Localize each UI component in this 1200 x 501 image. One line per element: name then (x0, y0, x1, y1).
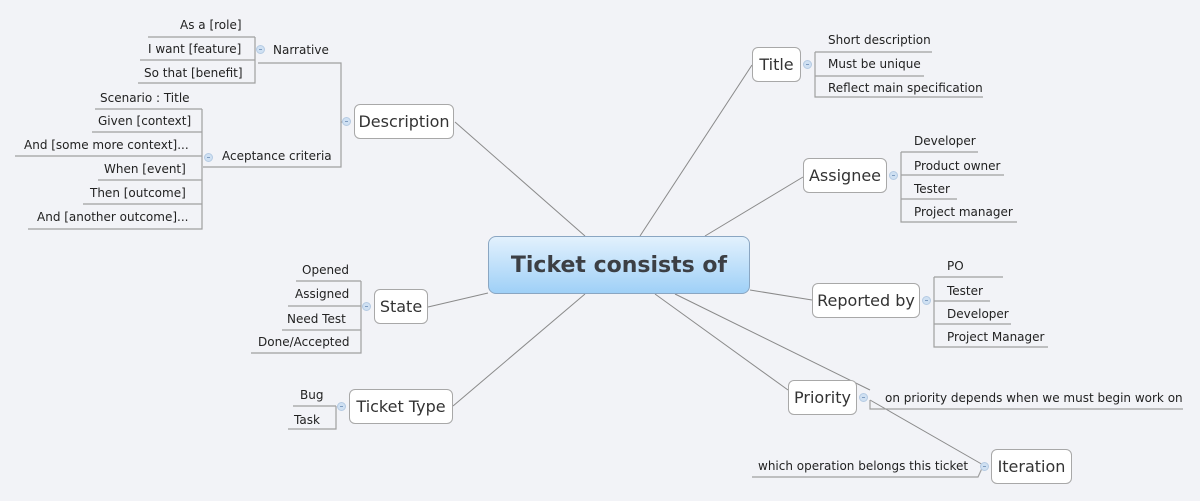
topic-priority-label: Priority (794, 388, 851, 407)
topic-assignee[interactable]: Assignee (803, 158, 887, 193)
topic-priority[interactable]: Priority (788, 380, 857, 415)
leaf-assignee-3[interactable]: Project manager (914, 205, 1013, 219)
leaf-narrative-2[interactable]: So that [benefit] (144, 66, 243, 80)
central-topic[interactable]: Ticket consists of (488, 236, 750, 294)
leaf-type-1[interactable]: Task (294, 413, 320, 427)
leaf-state-0[interactable]: Opened (302, 263, 350, 277)
collapse-acceptance-icon[interactable] (204, 153, 213, 162)
note-iteration[interactable]: which operation belongs this ticket (758, 459, 969, 473)
collapse-iteration-icon[interactable] (980, 462, 989, 471)
topic-state-label: State (379, 297, 423, 316)
leaf-assignee-1[interactable]: Product owner (914, 159, 1001, 173)
leaf-assignee-0[interactable]: Developer (914, 134, 976, 148)
collapse-reported-by-icon[interactable] (922, 296, 931, 305)
leaf-assignee-2[interactable]: Tester (914, 182, 950, 196)
collapse-assignee-icon[interactable] (889, 171, 898, 180)
topic-assignee-label: Assignee (808, 166, 882, 185)
leaf-state-2[interactable]: Need Test (287, 312, 346, 326)
leaf-title-2[interactable]: Reflect main specification (828, 81, 983, 95)
topic-ticket-type-label: Ticket Type (356, 397, 446, 416)
leaf-reported-3[interactable]: Project Manager (947, 330, 1045, 344)
collapse-priority-icon[interactable] (859, 393, 868, 402)
topic-title[interactable]: Title (752, 47, 801, 82)
leaf-type-0[interactable]: Bug (300, 388, 324, 402)
topic-iteration-label: Iteration (997, 457, 1066, 476)
collapse-title-icon[interactable] (803, 60, 812, 69)
topic-title-label: Title (759, 55, 794, 74)
leaf-acceptance-3[interactable]: When [event] (104, 162, 186, 176)
subtopic-acceptance[interactable]: Aceptance criteria (222, 149, 332, 163)
leaf-acceptance-2[interactable]: And [some more context]... (24, 138, 189, 152)
note-priority[interactable]: on priority depends when we must begin w… (885, 391, 1183, 405)
leaf-acceptance-5[interactable]: And [another outcome]... (37, 210, 189, 224)
leaf-acceptance-0[interactable]: Scenario : Title (100, 91, 190, 105)
topic-ticket-type[interactable]: Ticket Type (349, 389, 453, 424)
leaf-reported-0[interactable]: PO (947, 259, 964, 273)
topic-description[interactable]: Description (354, 104, 454, 139)
leaf-acceptance-4[interactable]: Then [outcome] (90, 186, 186, 200)
topic-reported-by-label: Reported by (817, 291, 915, 310)
collapse-state-icon[interactable] (362, 302, 371, 311)
leaf-narrative-0[interactable]: As a [role] (180, 18, 242, 32)
topic-state[interactable]: State (374, 289, 428, 324)
leaf-reported-1[interactable]: Tester (947, 284, 983, 298)
topic-reported-by[interactable]: Reported by (812, 283, 920, 318)
leaf-title-0[interactable]: Short description (828, 33, 931, 47)
leaf-acceptance-1[interactable]: Given [context] (98, 114, 192, 128)
subtopic-narrative[interactable]: Narrative (273, 43, 329, 57)
leaf-reported-2[interactable]: Developer (947, 307, 1009, 321)
leaf-state-1[interactable]: Assigned (295, 287, 350, 301)
leaf-narrative-1[interactable]: I want [feature] (148, 42, 242, 56)
collapse-description-icon[interactable] (342, 117, 351, 126)
central-topic-label: Ticket consists of (510, 252, 728, 278)
collapse-ticket-type-icon[interactable] (337, 402, 346, 411)
leaf-state-3[interactable]: Done/Accepted (258, 335, 350, 349)
leaf-title-1[interactable]: Must be unique (828, 57, 921, 71)
topic-iteration[interactable]: Iteration (991, 449, 1072, 484)
topic-description-label: Description (358, 112, 450, 131)
collapse-narrative-icon[interactable] (256, 45, 265, 54)
